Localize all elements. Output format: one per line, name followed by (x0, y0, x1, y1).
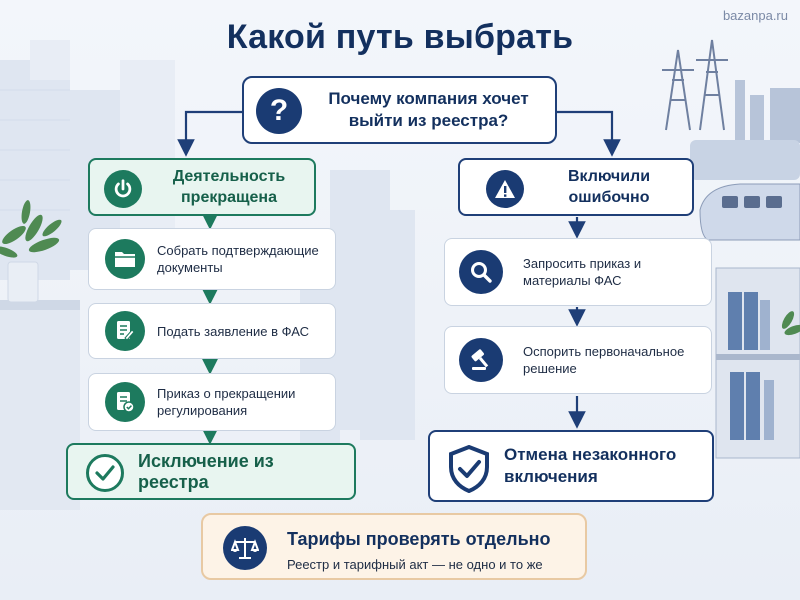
shield-check-icon (446, 444, 492, 494)
step-label: Приказ о прекращении регулирования (157, 386, 296, 418)
document-check-icon (105, 382, 145, 422)
branch-heading-mistaken: Включили ошибочно (458, 158, 694, 216)
step-collect-documents: Собрать подтверждающие документы (88, 228, 336, 290)
step-label: Подать заявление в ФАС (157, 323, 309, 339)
result-label: Отмена незаконного включения (504, 445, 677, 486)
step-request-order: Запросить приказ и материалы ФАС (444, 238, 712, 306)
connector-question-left (177, 110, 242, 157)
step-submit-application: Подать заявление в ФАС (88, 303, 336, 359)
document-pen-icon (105, 311, 145, 351)
note-title: Тарифы проверять отдельно (287, 529, 551, 549)
branch-heading-label: Деятельность прекращена (172, 168, 286, 206)
gavel-icon (459, 338, 503, 382)
checkmark-icon (86, 454, 124, 492)
branch-heading-terminated: Деятельность прекращена (88, 158, 316, 216)
step-appeal-decision: Оспорить первоначальное решение (444, 326, 712, 394)
page-title: Какой путь выбрать (226, 18, 574, 56)
step-label: Запросить приказ и материалы ФАС (523, 256, 642, 288)
question-icon: ? (256, 88, 302, 134)
power-icon (104, 170, 142, 208)
step-label: Собрать подтверждающие документы (157, 243, 319, 275)
warning-icon (486, 170, 524, 208)
result-removal-from-registry: Исключение из реестра (66, 443, 356, 500)
scales-icon (223, 526, 267, 570)
result-cancel-inclusion: Отмена незаконного включения (428, 430, 714, 502)
question-text: Почему компания хочет выйти из реестра? (328, 89, 529, 130)
question-box: ? Почему компания хочет выйти из реестра… (242, 76, 557, 144)
folder-icon (105, 239, 145, 279)
step-label: Оспорить первоначальное решение (523, 344, 685, 376)
note-subtitle: Реестр и тарифный акт — не одно и то же (287, 557, 543, 572)
connector-question-right (557, 110, 621, 157)
tariff-note: Тарифы проверять отдельно Реестр и тариф… (201, 513, 587, 580)
magnifier-icon (459, 250, 503, 294)
branch-heading-label: Включили ошибочно (567, 168, 651, 206)
result-label: Исключение из реестра (138, 450, 274, 492)
step-termination-order: Приказ о прекращении регулирования (88, 373, 336, 431)
site-watermark: bazanpa.ru (722, 8, 788, 23)
